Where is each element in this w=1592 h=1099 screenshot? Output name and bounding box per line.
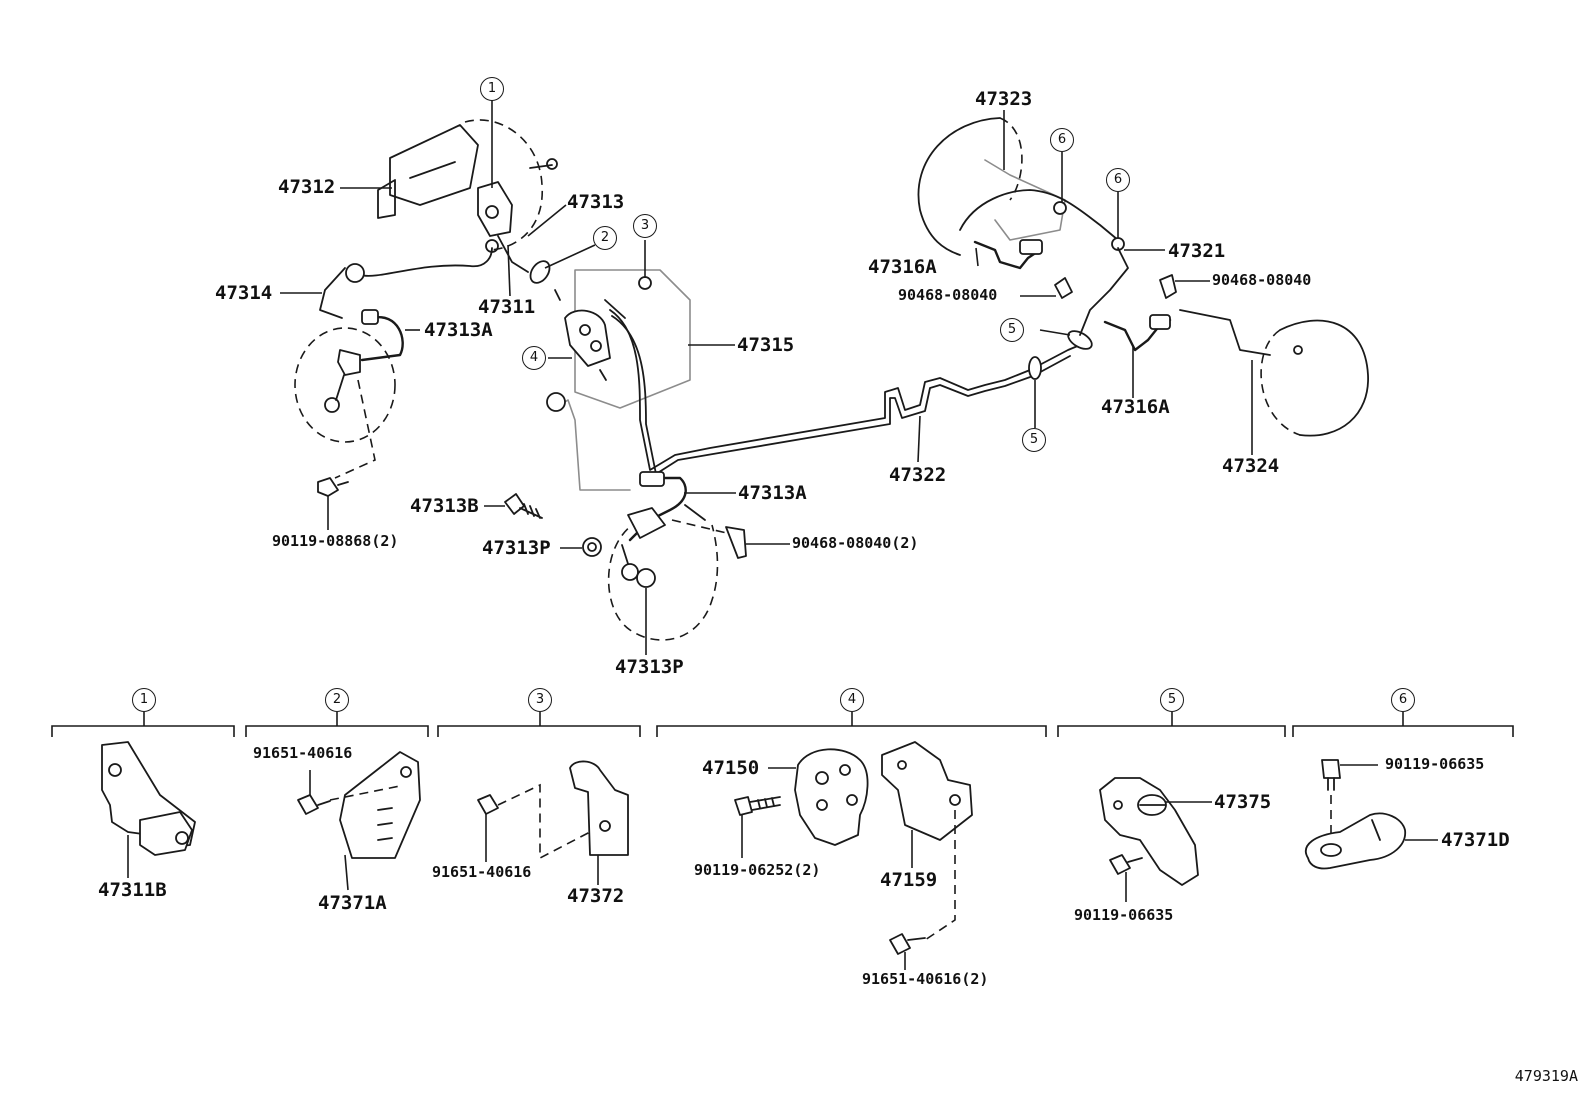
bracket-1-mounted [477,181,513,237]
callout-4-upper: 4 [522,346,546,370]
part-label-47159: 47159 [880,869,938,891]
bracket-47372 [477,760,629,885]
callout-1-upper: 1 [480,77,504,101]
part-label-90119-08868: 90119-08868(2) [272,532,399,550]
part-label-47323: 47323 [975,88,1033,110]
part-label-47150: 47150 [702,757,760,779]
brake-tube-47311 [497,235,551,284]
rear-hose-47316A-left [973,239,1073,299]
part-label-47316A-left: 47316A [868,256,937,278]
part-label-47313A-right: 47313A [424,319,493,341]
callout-2-section: 2 [325,688,349,712]
part-label-90119-06252: 90119-06252(2) [694,861,821,879]
part-label-47322: 47322 [889,464,947,486]
part-label-90468-08040-2: 90468-08040(2) [792,534,919,552]
figure-code: 479319A [1514,1067,1578,1085]
callout-6-upper-b: 6 [1106,168,1130,192]
callout-5-upper-a: 5 [1000,318,1024,342]
part-label-91651-40616-sec2: 91651-40616 [253,744,353,762]
part-label-47372: 47372 [567,885,625,907]
part-label-90119-06635-sec5: 90119-06635 [1074,906,1174,924]
valve-47150 [768,748,869,846]
part-label-47316A-right: 47316A [1101,396,1170,418]
rear-tube-to-axle [1079,247,1177,352]
part-label-47313P-b: 47313P [615,656,684,678]
part-label-47313A-left: 47313A [738,482,807,504]
bracket-47375 [1099,777,1212,902]
callout-4-section: 4 [840,688,864,712]
callout-5-section: 5 [1160,688,1184,712]
part-label-90119-06635-sec6: 90119-06635 [1385,755,1485,773]
part-label-90468-08040-right: 90468-08040 [1212,271,1312,289]
callout-6-upper-a: 6 [1050,128,1074,152]
part-label-91651-40616-2: 91651-40616(2) [862,970,989,988]
part-label-47371A: 47371A [318,892,387,914]
part-label-90468-08040-left: 90468-08040 [898,286,998,304]
callout-6-section: 6 [1391,688,1415,712]
part-label-47313P-a: 47313P [482,537,551,559]
bracket-47371A [297,751,421,891]
front-right-hose-assembly [294,309,404,497]
part-label-47313: 47313 [567,191,625,213]
part-label-47311B: 47311B [98,879,167,901]
part-label-47311: 47311 [478,296,536,318]
bolt-90119-06252 [734,796,781,858]
callout-1-section: 1 [132,688,156,712]
bracket-47159 [881,741,973,970]
part-label-91651-40616-sec3: 91651-40616 [432,863,532,881]
part-label-47375: 47375 [1214,791,1272,813]
main-tube-47322 [609,309,1093,475]
callout-2-upper: 2 [593,226,617,250]
grommet-47313P [582,537,602,557]
bolt-47313B [504,493,543,519]
part-label-47313B: 47313B [410,495,479,517]
part-label-47315: 47315 [737,334,795,356]
bracket-47311B [101,741,196,878]
leader-lines-upper [280,100,1253,655]
part-label-47324: 47324 [1222,455,1280,477]
bracket-47371D [1305,759,1438,870]
part-label-47371D: 47371D [1441,829,1510,851]
part-label-47312: 47312 [278,176,336,198]
section-brackets [51,712,1514,737]
callout-3-upper: 3 [633,214,657,238]
part-label-47321: 47321 [1168,240,1226,262]
front-left-hose-assembly [607,471,747,641]
brake-booster-illustration [377,119,558,251]
rear-right-drum [1179,309,1369,437]
clip-bracket-3 [546,276,652,491]
callout-3-section: 3 [528,688,552,712]
part-label-47314: 47314 [215,282,273,304]
callout-5-upper-b: 5 [1022,428,1046,452]
brake-tube-47314 [319,239,499,319]
rear-left-drum [917,117,1125,256]
valve-assembly-4 [554,269,691,409]
